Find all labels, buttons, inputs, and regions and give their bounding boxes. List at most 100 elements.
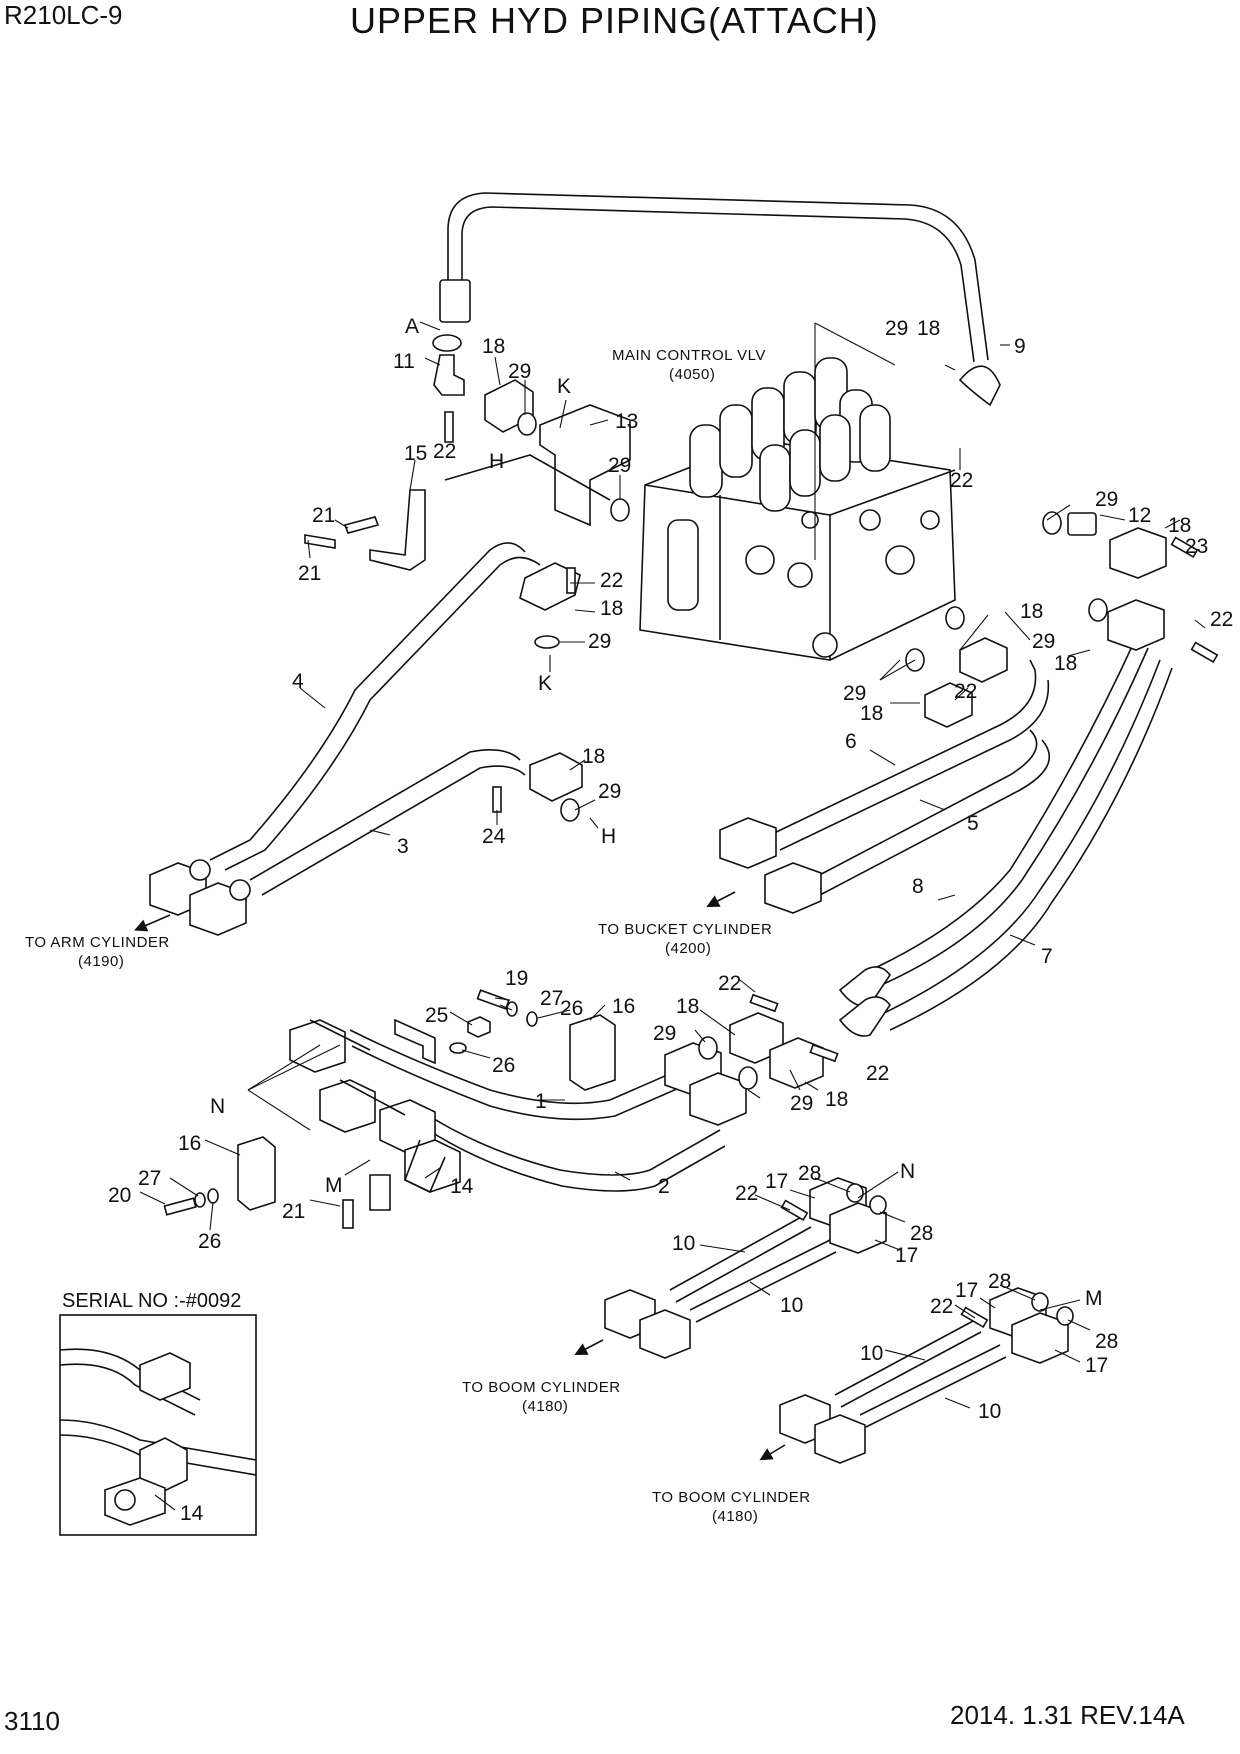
- oring-28-c: [1031, 1292, 1049, 1312]
- bracket-mid: [394, 1018, 436, 1065]
- label-10-c: 10: [860, 1342, 883, 1365]
- hose-9-fitting-b: [958, 365, 1001, 407]
- flange-18-e: [924, 682, 973, 728]
- label-5: 5: [967, 812, 979, 835]
- oring-28-d: [1056, 1306, 1074, 1326]
- label-22-g: 22: [866, 1062, 889, 1085]
- oring-29-c: [534, 635, 560, 649]
- model-number: R210LC-9: [4, 0, 123, 30]
- label-19: 19: [505, 967, 528, 990]
- oring-29-j: [738, 1066, 758, 1090]
- label-ref-m2: M: [1085, 1287, 1103, 1310]
- label-22-h: 22: [735, 1182, 758, 1205]
- label-24: 24: [482, 825, 506, 848]
- washer-27-a: [506, 1001, 518, 1017]
- label-25: 25: [425, 1004, 448, 1027]
- note-to-boom-cylinder-2-ref: (4180): [712, 1508, 758, 1525]
- note-to-bucket-cylinder-ref: (4200): [665, 940, 711, 957]
- boom-hose-set-2: [759, 1287, 1074, 1464]
- serial-inset: [59, 1314, 257, 1536]
- label-29-j: 29: [790, 1092, 813, 1115]
- flange-18-d: [959, 637, 1008, 683]
- bucket-flange-a: [719, 817, 777, 869]
- clamp-16-a: [569, 1014, 616, 1091]
- label-29-d: 29: [598, 780, 621, 803]
- flange-18-f: [1109, 527, 1167, 579]
- label-18-b: 18: [600, 597, 623, 620]
- label-27-b: 27: [138, 1167, 161, 1190]
- pipe-manifold-14: [289, 1018, 461, 1211]
- label-17-a: 17: [765, 1170, 788, 1193]
- label-8: 8: [912, 875, 924, 898]
- clamps-16: [237, 1014, 616, 1211]
- label-ref-h2: H: [601, 825, 616, 848]
- label-15: 15: [404, 442, 427, 465]
- oring-29-e: [945, 606, 965, 630]
- label-29-h: 29: [843, 682, 866, 705]
- callout-labels: A 11 18 29 22 K 13 15 H 29 21 21 22 18 2…: [108, 315, 1233, 1525]
- pipe-2-end: [689, 1072, 747, 1126]
- label-22-c: 22: [950, 469, 973, 492]
- washer-26-c: [207, 1188, 219, 1204]
- note-to-boom-cylinder-1-ref: (4180): [522, 1398, 568, 1415]
- label-7: 7: [1041, 945, 1053, 968]
- label-16-b: 16: [178, 1132, 201, 1155]
- label-2: 2: [658, 1175, 670, 1198]
- flange-18-i: [769, 1037, 824, 1089]
- oring-a: [432, 334, 462, 352]
- flange-18-c: [529, 752, 583, 802]
- bolt-22-d: [749, 993, 779, 1013]
- hose-8-ferrule: [838, 966, 891, 1007]
- oring-29-g: [1042, 511, 1062, 535]
- hoses-5-6: [706, 606, 1051, 914]
- plate-12: [1067, 512, 1097, 536]
- label-22-d: 22: [1210, 608, 1233, 631]
- flange-18-g: [1107, 599, 1165, 651]
- bolt-22-f: [780, 1199, 809, 1222]
- washer-26-a: [526, 1011, 538, 1027]
- bracket-15: [369, 489, 426, 571]
- label-28-b: 28: [910, 1222, 933, 1245]
- revision-date: 2014. 1.31 REV.14A: [950, 1700, 1185, 1730]
- label-29-e: 29: [885, 317, 908, 340]
- oring-29-i: [698, 1036, 718, 1060]
- label-28-c: 28: [988, 1270, 1011, 1293]
- label-17-b: 17: [895, 1244, 918, 1267]
- label-26-b: 26: [492, 1054, 515, 1077]
- label-27-a: 27: [540, 987, 563, 1010]
- label-28-d: 28: [1095, 1330, 1118, 1353]
- label-18-j: 18: [825, 1088, 848, 1111]
- label-22-i: 22: [930, 1295, 953, 1318]
- oring-29-h: [1088, 598, 1108, 622]
- boom-hose-set-1: [574, 1177, 887, 1359]
- label-21-b: 21: [298, 562, 321, 585]
- washer-27-b: [194, 1192, 206, 1208]
- label-23: 23: [1185, 535, 1208, 558]
- label-6: 6: [845, 730, 857, 753]
- bolt-22-a: [444, 411, 454, 443]
- flange-18-b: [519, 562, 581, 611]
- clamp-16-b: [237, 1136, 276, 1211]
- label-28-a: 28: [798, 1162, 821, 1185]
- pipes-1-2: [349, 966, 891, 1192]
- bolt-22-b: [566, 567, 576, 594]
- label-10-b: 10: [780, 1294, 803, 1317]
- label-21-c: 21: [282, 1200, 305, 1223]
- label-18-h: 18: [860, 702, 883, 725]
- oring-29-d: [560, 798, 580, 822]
- hose-7-ferrule: [838, 996, 891, 1037]
- label-ref-h1: H: [489, 450, 504, 473]
- note-to-boom-cylinder-1: TO BOOM CYLINDER: [462, 1379, 621, 1396]
- label-9: 9: [1014, 335, 1026, 358]
- label-18-i: 18: [676, 995, 699, 1018]
- label-22-a: 22: [433, 440, 456, 463]
- label-10-a: 10: [672, 1232, 695, 1255]
- label-13: 13: [615, 410, 638, 433]
- note-main-control-vlv: MAIN CONTROL VLV: [612, 347, 766, 364]
- valve-spool-caps: [689, 357, 891, 512]
- label-29-i: 29: [653, 1022, 676, 1045]
- bolt-22-c: [1190, 641, 1219, 664]
- label-26-c: 26: [198, 1230, 221, 1253]
- bolt-22-e: [809, 1043, 839, 1063]
